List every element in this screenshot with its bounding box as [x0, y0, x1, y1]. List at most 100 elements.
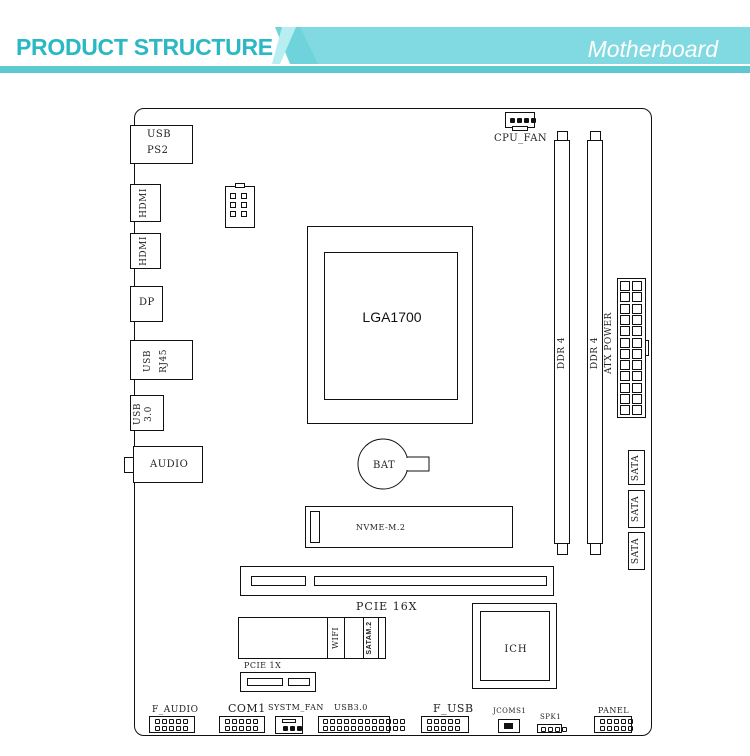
- jcoms1-label: JCOMS1: [493, 707, 527, 715]
- usb30-rear-label-2: 3.0: [144, 406, 154, 422]
- cmos-battery: [357, 438, 430, 490]
- atx-pin: [632, 405, 642, 416]
- atx-pin: [632, 281, 642, 291]
- usb-rj45-port: USB RJ45: [130, 340, 193, 380]
- atx-pin: [620, 394, 630, 404]
- pcie-16x-slot: [240, 566, 554, 596]
- pcie-16x-label: PCIE 16X: [356, 600, 418, 613]
- atx-pin: [620, 292, 630, 303]
- usb-rj45-usb-label: USB: [143, 350, 153, 372]
- hdmi-port-1: HDMI: [130, 184, 161, 222]
- atx-pin: [632, 348, 642, 359]
- cpu-power-latch: [235, 183, 245, 188]
- hdmi-1-label: HDMI: [139, 188, 149, 218]
- ich-label: ICH: [504, 644, 528, 655]
- atx-pin: [632, 371, 642, 382]
- f-audio-label: F_AUDIO: [152, 705, 199, 715]
- ddr4-slot-b: DDR 4: [587, 140, 603, 544]
- atx-pin: [632, 292, 642, 303]
- cpu-power-connector: [225, 183, 255, 228]
- sata-1-label: SATA: [631, 454, 641, 482]
- usb-ps2-label-1: USB: [147, 129, 172, 140]
- atx-pin: [632, 394, 642, 404]
- pcie-1x-label: PCIE 1X: [244, 661, 282, 670]
- cpu-socket-inner: LGA1700: [324, 252, 458, 400]
- atx-pin: [620, 281, 630, 291]
- pcie-1x-key-short: [288, 678, 310, 686]
- atx-pin: [620, 382, 630, 393]
- f-audio-header: [149, 716, 195, 733]
- audio-port: AUDIO: [133, 446, 203, 483]
- nvme-m2-slot: NVME-M.2: [305, 506, 513, 548]
- atx-pin: [632, 303, 642, 314]
- atx-pin: [620, 371, 630, 382]
- atx-latch: [645, 340, 649, 356]
- jcoms1-cap: [504, 723, 513, 729]
- panel-label: PANEL: [598, 706, 630, 715]
- spk1-label: SPK1: [540, 713, 562, 721]
- ddr4-b-clip-top: [590, 131, 601, 141]
- socket-label: LGA1700: [362, 309, 422, 325]
- wifi-module-area: [238, 617, 386, 659]
- sata-3-label: SATA: [631, 537, 641, 565]
- sata-port-1: SATA: [628, 450, 645, 485]
- f-usb-label: F_USB: [433, 702, 474, 715]
- ddr4-a-clip-bottom: [557, 543, 568, 555]
- usb-ps2-label-2: PS2: [147, 145, 169, 156]
- atx-power-label: ATX POWER: [604, 312, 614, 374]
- pcie-1x-key-long: [247, 678, 283, 686]
- pcie-16x-key-short: [251, 576, 306, 586]
- sata-port-2: SATA: [628, 490, 645, 528]
- spk1-header: [537, 724, 567, 733]
- atx-pin: [620, 314, 630, 325]
- f-usb-header: [421, 716, 469, 733]
- usb30-rear-port: USB 3.0: [130, 395, 164, 431]
- atx-pin: [632, 314, 642, 325]
- com1-header: [219, 716, 265, 733]
- wifi-slot: WIFI: [327, 617, 345, 659]
- ddr4-slot-a: DDR 4: [554, 140, 570, 544]
- dp-label: DP: [139, 297, 155, 308]
- usb-rj45-rj45-label: RJ45: [159, 349, 169, 373]
- displayport: DP: [130, 286, 163, 322]
- com1-label: COM1: [228, 702, 266, 715]
- jcoms1-jumper: [498, 719, 520, 733]
- sata-2-label: SATA: [631, 495, 641, 523]
- atx-pin: [620, 360, 630, 371]
- wifi-label: WIFI: [331, 626, 340, 650]
- ich-chip-inner: ICH: [480, 611, 550, 681]
- usb30-header-label: USB3.0: [334, 703, 368, 712]
- systm-fan-label: SYSTM_FAN: [268, 703, 324, 712]
- pcie-1x-slot: [240, 672, 316, 692]
- ddr4-b-label: DDR 4: [590, 336, 600, 370]
- header-title: PRODUCT STRUCTURE: [16, 34, 273, 60]
- hdmi-2-label: HDMI: [139, 236, 149, 266]
- atx-pin: [620, 348, 630, 359]
- atx-pin: [632, 337, 642, 348]
- panel-header: [594, 716, 633, 733]
- atx-power-connector: [617, 278, 646, 418]
- usb-ps2-port: USB PS2: [130, 125, 193, 164]
- atx-pin: [632, 382, 642, 393]
- ddr4-b-clip-bottom: [590, 543, 601, 555]
- sata-port-3: SATA: [628, 532, 645, 570]
- cpu-fan-label: CPU_FAN: [494, 133, 548, 144]
- atx-pin: [632, 326, 642, 337]
- usb30-header: [318, 716, 405, 733]
- nvme-connector: [310, 511, 320, 543]
- header-subtitle: Motherboard: [587, 36, 718, 62]
- nvme-label: NVME-M.2: [356, 523, 406, 532]
- atx-pin: [632, 360, 642, 371]
- header-graphic: [0, 27, 750, 73]
- atx-pin: [620, 303, 630, 314]
- pcie-16x-key-long: [314, 576, 547, 586]
- cpu-fan-latch: [512, 126, 528, 131]
- satam2-slot: SATAM.2: [363, 617, 379, 659]
- audio-label: AUDIO: [150, 459, 189, 470]
- battery-label: BAT: [373, 460, 396, 471]
- ddr4-a-label: DDR 4: [557, 336, 567, 370]
- atx-pin: [620, 405, 630, 416]
- hdmi-port-2: HDMI: [130, 233, 161, 269]
- systm-fan-latch: [282, 719, 296, 723]
- atx-pin: [620, 337, 630, 348]
